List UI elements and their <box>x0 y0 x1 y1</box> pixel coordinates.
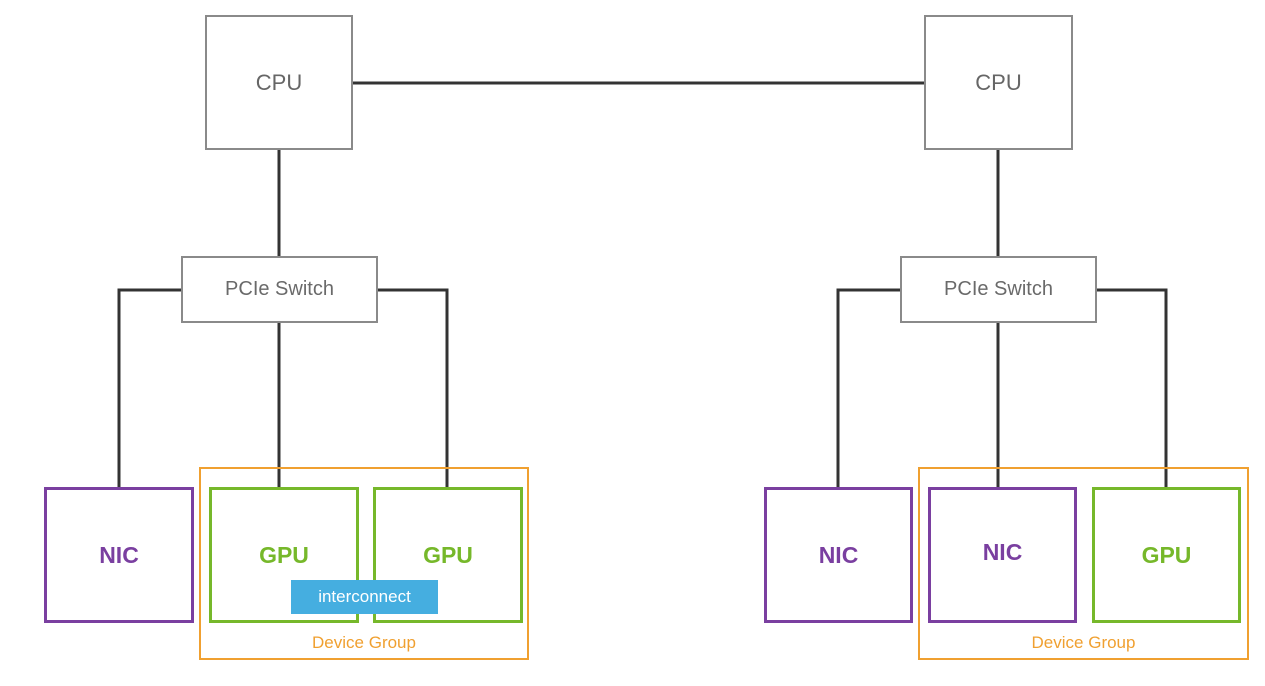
left-device-group-label: Device Group <box>312 633 416 652</box>
interconnect-label: interconnect <box>291 580 438 614</box>
left-switch-gpu-b-link <box>377 288 449 488</box>
left-device-group: Device Group <box>199 467 529 660</box>
right-switch-nic-link <box>836 288 901 488</box>
right-pcie-switch: PCIe Switch <box>900 256 1097 323</box>
right-nic-grouped: NIC <box>928 487 1077 623</box>
left-nic: NIC <box>44 487 194 623</box>
right-nic: NIC <box>764 487 913 623</box>
right-switch-gpu-link <box>1096 288 1168 488</box>
left-cpu: CPU <box>205 15 353 150</box>
right-gpu: GPU <box>1092 487 1241 623</box>
right-device-group-label: Device Group <box>1031 633 1136 652</box>
right-cpu: CPU <box>924 15 1073 150</box>
left-pcie-switch: PCIe Switch <box>181 256 378 323</box>
left-switch-nic-link <box>117 288 182 488</box>
right-device-group: Device Group <box>918 467 1249 660</box>
